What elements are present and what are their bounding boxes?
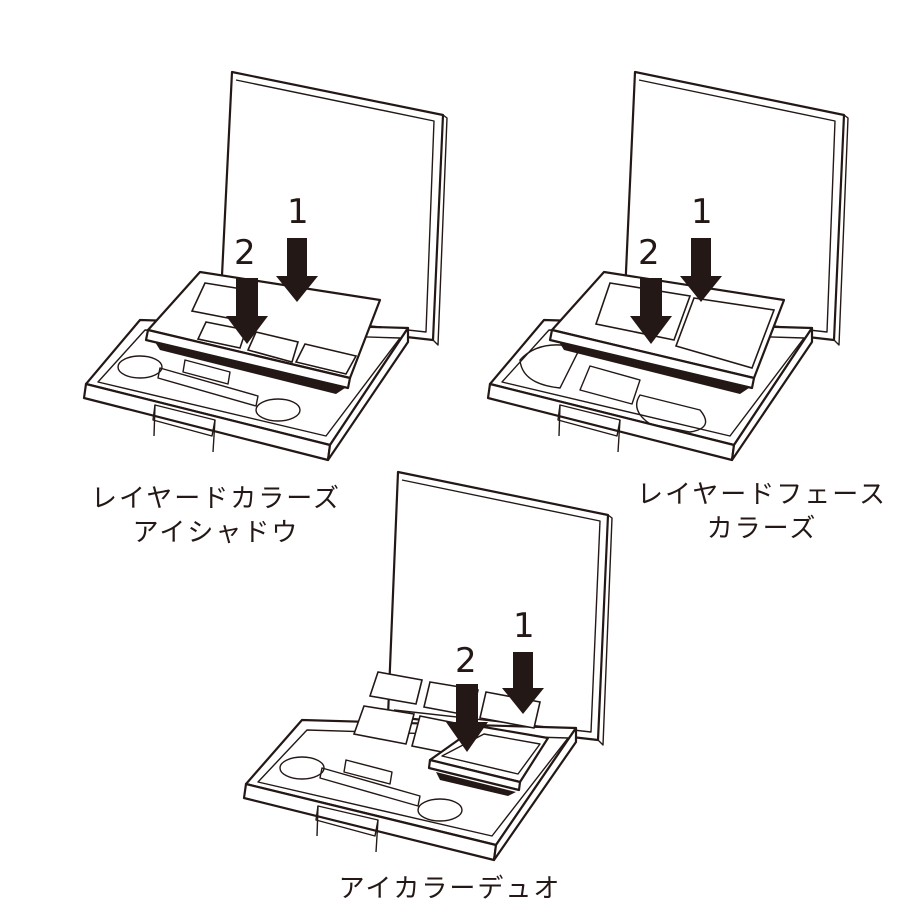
caption-face: レイヤードフェース カラーズ [612, 478, 912, 546]
step-number-1: 1 [691, 192, 713, 232]
caption-line: アイシャドウ [132, 518, 300, 548]
insert-arrow-2: 2 [226, 233, 268, 344]
caption-line: レイヤードカラーズ [91, 484, 341, 514]
caption-line: カラーズ [706, 514, 818, 544]
palette-diagram: 2 1 [82, 70, 849, 862]
palette-eyecolor: 2 1 [242, 470, 613, 862]
caption-eyeshadow: レイヤードカラーズ アイシャドウ [66, 482, 366, 550]
step-number-1: 1 [287, 192, 309, 232]
caption-eyecolor: アイカラーデュオ [270, 872, 630, 906]
refill-tray [144, 270, 382, 394]
step-number-2: 2 [234, 233, 256, 273]
step-number-2: 2 [455, 641, 477, 681]
applicator-tips [117, 355, 301, 422]
step-number-2: 2 [638, 233, 660, 273]
applicator-tips [279, 756, 463, 822]
palette-lid [386, 470, 613, 746]
insert-arrow-1: 1 [276, 192, 318, 302]
caption-line: レイヤードフェース [637, 480, 887, 510]
insert-arrow-2: 2 [630, 233, 672, 344]
caption-line: アイカラーデュオ [338, 874, 562, 904]
palette-eyeshadow: 2 1 [82, 70, 448, 462]
instruction-figure: 2 1 [66, 70, 912, 904]
step-number-1: 1 [513, 606, 535, 646]
palette-lid [218, 70, 448, 346]
palette-face: 2 1 [486, 70, 849, 462]
insert-arrow-2: 2 [446, 641, 488, 752]
insert-arrow-1: 1 [680, 192, 722, 302]
palette-lid [622, 70, 849, 346]
insert-arrow-1: 1 [502, 606, 544, 714]
